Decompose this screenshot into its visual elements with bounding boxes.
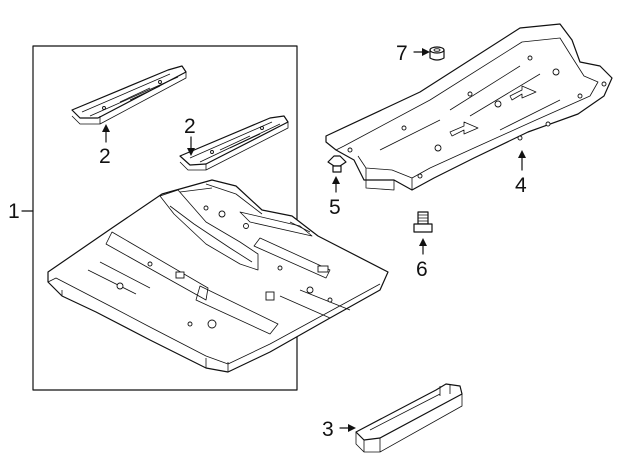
- callout-5-label: 5: [329, 196, 341, 219]
- callout-6-arrow: [419, 238, 427, 246]
- callout-3-label: 3: [322, 418, 334, 441]
- reinforcement-rail-lower: [179, 115, 289, 171]
- underbody-shield: [325, 23, 613, 191]
- side-rail: [355, 383, 463, 453]
- callout-3-arrow: [348, 424, 356, 432]
- bolt: [413, 211, 433, 233]
- callout-4-arrow: [518, 150, 526, 158]
- callout-5-arrow: [332, 176, 340, 184]
- callout-7-label: 7: [396, 42, 408, 65]
- retainer-clip: [327, 155, 347, 173]
- callout-7-arrow: [422, 48, 430, 56]
- callout-2a-label: 2: [99, 145, 111, 168]
- reinforcement-rail-upper: [71, 65, 187, 125]
- callout-1-label: 1: [8, 200, 20, 223]
- nut: [429, 46, 445, 61]
- callout-2b-label: 2: [184, 115, 196, 138]
- callout-4-label: 4: [515, 174, 527, 197]
- floor-pan-group-frame: [32, 45, 298, 391]
- floor-pan: [47, 179, 389, 373]
- callout-2a-arrow: [102, 124, 110, 132]
- callout-2b-arrow: [187, 148, 195, 156]
- callout-6-label: 6: [416, 258, 428, 281]
